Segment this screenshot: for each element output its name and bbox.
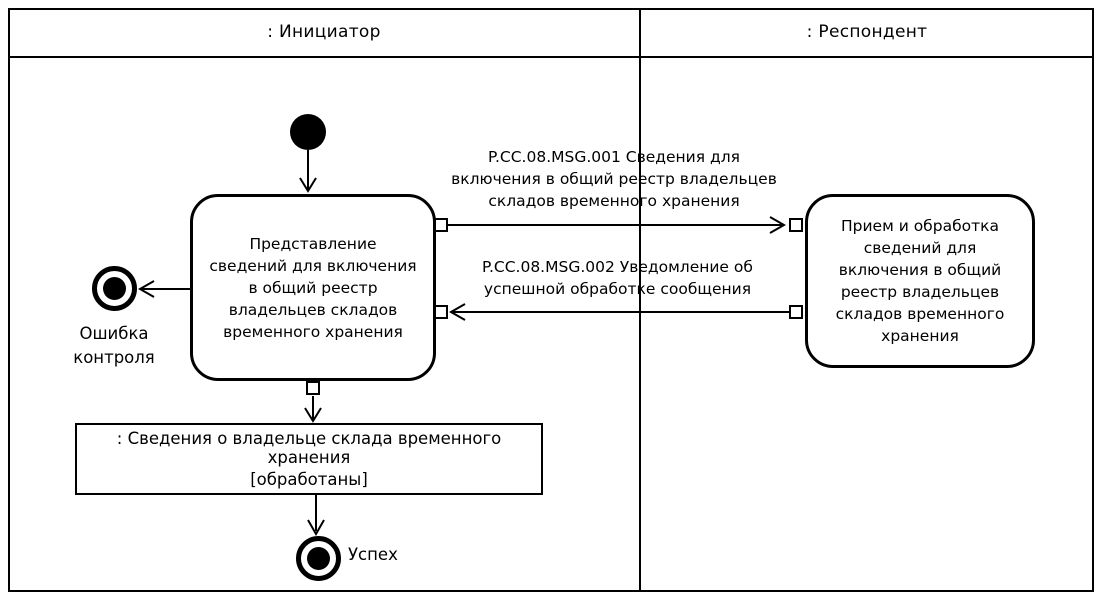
activity-initiator-label: Представление сведений для включения в о… [209, 234, 417, 341]
activity-respondent: Прием и обработка сведений для включения… [805, 194, 1035, 368]
final-node-error-icon [92, 266, 137, 311]
lane-respondent-label: : Респондент [806, 22, 928, 42]
output-pin-msg1 [434, 218, 448, 232]
activity-respondent-label: Прием и обработка сведений для включения… [835, 217, 1005, 345]
diagram-frame [8, 8, 1094, 592]
success-final-label: Успех [348, 545, 398, 564]
lane-initiator-label: : Инициатор [267, 22, 381, 42]
final-node-success-dot-icon [307, 547, 330, 570]
message-label-msg1: P.CC.08.MSG.001 Сведения для включения в… [430, 146, 798, 212]
lane-header-respondent: : Респондент [640, 8, 1094, 56]
message-label-msg2: P.CC.08.MSG.002 Уведомление об успешной … [445, 256, 790, 300]
msg1-line-1: P.CC.08.MSG.001 Сведения для [488, 148, 740, 166]
lane-divider [639, 8, 641, 592]
msg1-line-2: включения в общий реестр владельцев [451, 170, 777, 188]
output-pin-object [306, 381, 320, 395]
activity-initiator: Представление сведений для включения в о… [190, 194, 436, 381]
lane-header-row: : Инициатор : Респондент [8, 8, 1094, 58]
initial-node-icon [290, 114, 326, 150]
input-pin-msg1 [789, 218, 803, 232]
object-node-state: [обработаны] [250, 469, 368, 489]
object-node: : Сведения о владельце склада временного… [75, 423, 543, 495]
lane-header-initiator: : Инициатор [8, 8, 640, 56]
final-node-success-icon [296, 536, 341, 581]
final-node-error-dot-icon [103, 277, 126, 300]
error-final-label: Ошибка контроля [73, 324, 155, 367]
input-pin-msg2 [434, 305, 448, 319]
msg2-line-1: P.CC.08.MSG.002 Уведомление об [482, 258, 753, 276]
output-pin-msg2 [789, 305, 803, 319]
msg1-line-3: складов временного хранения [488, 192, 740, 210]
msg2-line-2: успешной обработке сообщения [483, 280, 752, 298]
object-node-name: : Сведения о владельце склада временного… [116, 429, 502, 468]
